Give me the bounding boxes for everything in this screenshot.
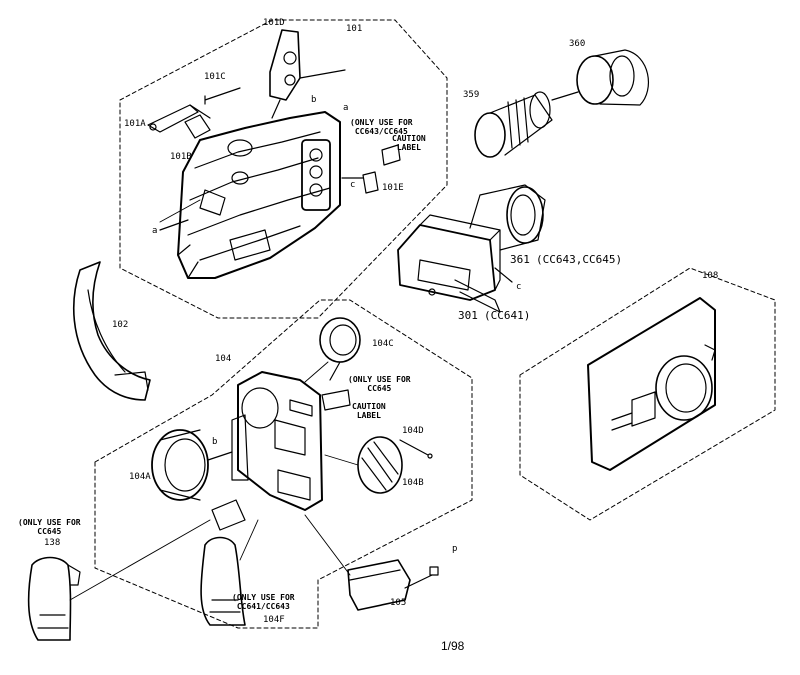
wire-line-a1: [159, 219, 189, 231]
wire-letter-c1: c: [350, 180, 356, 190]
caution-label-plate-2: [321, 389, 351, 411]
wire-letter-b2: b: [212, 437, 218, 447]
label-138: 138: [44, 538, 61, 548]
cover-105: [347, 559, 439, 611]
note-only-cc641-cc643: (ONLY USE FOR CC641/CC643: [232, 593, 295, 611]
label-361-models: (CC643,CC645): [536, 253, 623, 266]
label-105: 105: [390, 598, 407, 608]
caution-label-plate-1: [381, 144, 401, 166]
label-301-models: (CC641): [484, 309, 531, 322]
viewfinder-361: [397, 184, 546, 313]
part-101b: [184, 114, 211, 139]
note-only-cc645-left: (ONLY USE FOR CC645: [18, 518, 81, 536]
label-104c: 104C: [372, 339, 394, 349]
label-104a: 104A: [129, 472, 151, 482]
bracket-101d: [269, 29, 346, 119]
eyecup-359: [474, 91, 553, 158]
label-104f: 104F: [263, 615, 285, 625]
note-only-cc645-top: (ONLY USE FOR CC645: [348, 375, 411, 393]
group-outline-104: [94, 299, 473, 629]
screw-101c: [204, 87, 241, 105]
ring-104c: [319, 317, 361, 381]
label-359: 359: [463, 90, 480, 100]
label-104: 104: [215, 354, 232, 364]
clip-104e: [211, 499, 246, 531]
group-outline-101: [119, 19, 448, 319]
note-only-cc643-cc645: (ONLY USE FOR CC643/CC645: [350, 118, 413, 136]
wire-letter-a2: a: [343, 103, 349, 113]
label-104d: 104D: [402, 426, 424, 436]
label-101c: 101C: [204, 72, 226, 82]
label-301: 301: [458, 309, 478, 322]
label-101e: 101E: [382, 183, 404, 193]
wire-letter-b1: b: [311, 95, 317, 105]
label-102: 102: [112, 320, 129, 330]
label-104b: 104B: [402, 478, 424, 488]
pin-104d: [399, 439, 433, 459]
leader-lines: [69, 199, 359, 601]
front-housing-101: [177, 111, 341, 279]
grip-138: [27, 556, 81, 641]
note-caution-label-1: CAUTION LABEL: [392, 134, 426, 152]
eyecup-360: [551, 49, 649, 106]
label-101a: 101A: [124, 119, 146, 129]
label-101b: 101B: [170, 152, 192, 162]
rear-chassis-104: [231, 371, 323, 511]
side-panel-108: [587, 297, 716, 471]
part-101e: [341, 171, 379, 194]
grip-104f: [200, 536, 246, 626]
label-101: 101: [346, 24, 363, 34]
lens-cover-104b: [357, 436, 403, 494]
label-108: 108: [702, 271, 719, 281]
wire-letter-a1: a: [152, 226, 158, 236]
lens-ring-104a: [151, 429, 233, 501]
wire-letter-p1: p: [452, 544, 458, 554]
page-number: 1/98: [441, 639, 465, 653]
label-361: 361: [510, 253, 530, 266]
group-outline-108: [519, 267, 776, 521]
label-101d: 101D: [263, 18, 285, 28]
strap-102: [72, 261, 151, 401]
wire-letter-c2: c: [516, 282, 522, 292]
label-360: 360: [569, 39, 586, 49]
bracket-101a: [147, 104, 211, 133]
note-caution-label-2: CAUTION LABEL: [352, 402, 386, 420]
